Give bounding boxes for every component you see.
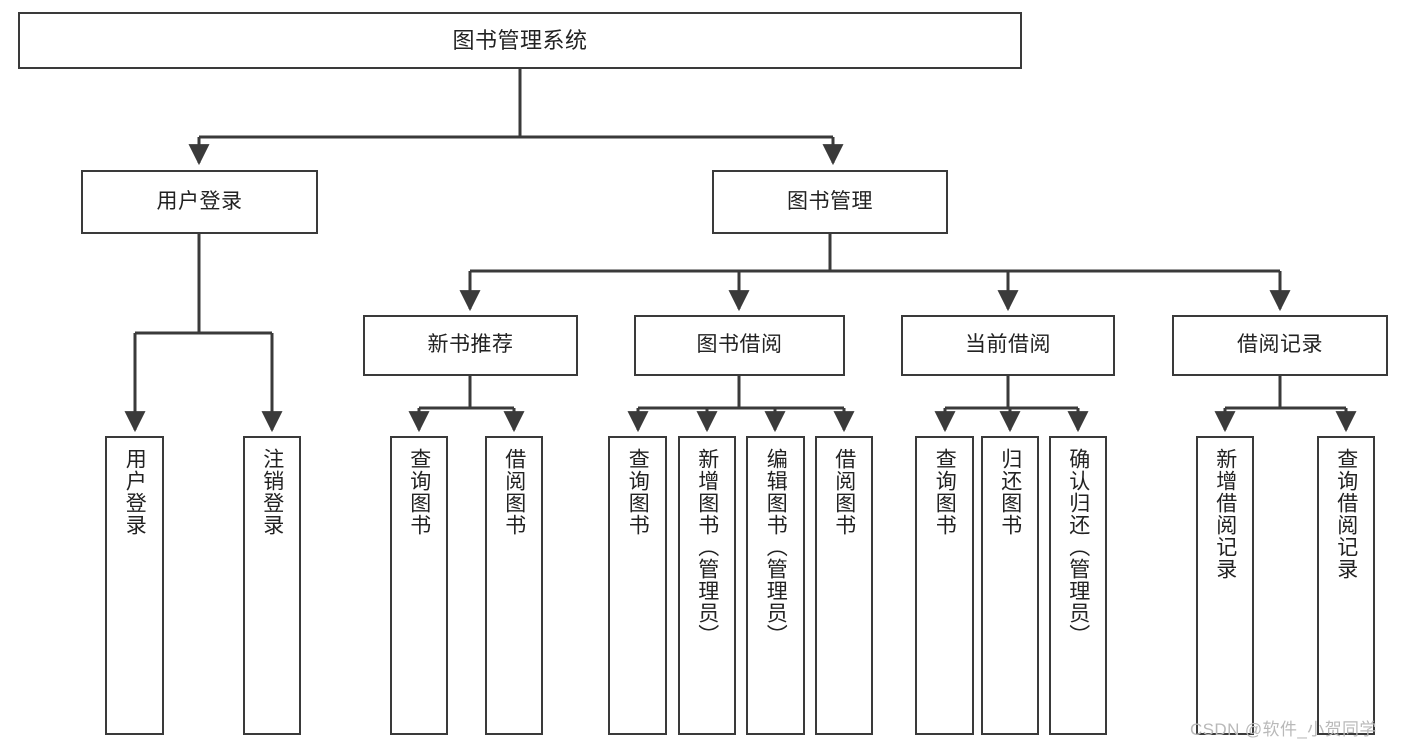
node-label: 查询借阅记录 <box>1334 448 1358 580</box>
leaf-user-login[interactable]: 用户登录 <box>105 436 164 735</box>
leaf-borrow-book[interactable]: 借阅图书 <box>815 436 873 735</box>
node-label: 图书管理系统 <box>452 27 588 53</box>
node-label: 用户登录 <box>156 189 243 213</box>
leaf-logout-login[interactable]: 注销登录 <box>243 436 301 735</box>
leaf-query-borrow-record[interactable]: 查询借阅记录 <box>1317 436 1375 735</box>
node-label: 新书推荐 <box>427 333 514 357</box>
leaf-add-borrow-record[interactable]: 新增借阅记录 <box>1196 436 1254 735</box>
node-book-management[interactable]: 图书管理 <box>712 170 948 234</box>
node-user-login[interactable]: 用户登录 <box>81 170 318 234</box>
leaf-add-book-admin[interactable]: 新增图书（管理员） <box>678 436 736 735</box>
node-label: 确认归还（管理员） <box>1066 448 1090 646</box>
leaf-query-book-recommend[interactable]: 查询图书 <box>390 436 448 735</box>
node-book-borrow[interactable]: 图书借阅 <box>634 315 845 376</box>
node-label: 当前借阅 <box>965 333 1051 357</box>
node-label: 归还图书 <box>998 448 1022 536</box>
node-label: 借阅记录 <box>1237 333 1323 357</box>
node-label: 注销登录 <box>260 448 284 536</box>
node-root-book-management-system[interactable]: 图书管理系统 <box>18 12 1022 69</box>
node-label: 借阅图书 <box>832 448 856 536</box>
node-label: 查询图书 <box>933 448 957 536</box>
node-label: 编辑图书（管理员） <box>764 448 788 646</box>
leaf-borrow-book-recommend[interactable]: 借阅图书 <box>485 436 543 735</box>
node-current-borrow[interactable]: 当前借阅 <box>901 315 1115 376</box>
node-label: 查询图书 <box>407 448 431 536</box>
leaf-edit-book-admin[interactable]: 编辑图书（管理员） <box>746 436 805 735</box>
node-label: 图书管理 <box>787 189 873 213</box>
node-borrow-record[interactable]: 借阅记录 <box>1172 315 1388 376</box>
csdn-watermark: CSDN @软件_小贺同学 <box>1190 720 1377 739</box>
node-label: 图书借阅 <box>696 333 783 357</box>
leaf-confirm-return-admin[interactable]: 确认归还（管理员） <box>1049 436 1107 735</box>
node-label: 新增借阅记录 <box>1213 448 1237 580</box>
leaf-query-book-current[interactable]: 查询图书 <box>915 436 974 735</box>
node-label: 借阅图书 <box>502 448 526 536</box>
node-label: 新增图书（管理员） <box>695 448 719 646</box>
leaf-query-book-borrow[interactable]: 查询图书 <box>608 436 667 735</box>
node-label: 用户登录 <box>123 448 147 536</box>
node-new-book-recommend[interactable]: 新书推荐 <box>363 315 578 376</box>
node-label: 查询图书 <box>626 448 650 536</box>
leaf-return-book[interactable]: 归还图书 <box>981 436 1039 735</box>
